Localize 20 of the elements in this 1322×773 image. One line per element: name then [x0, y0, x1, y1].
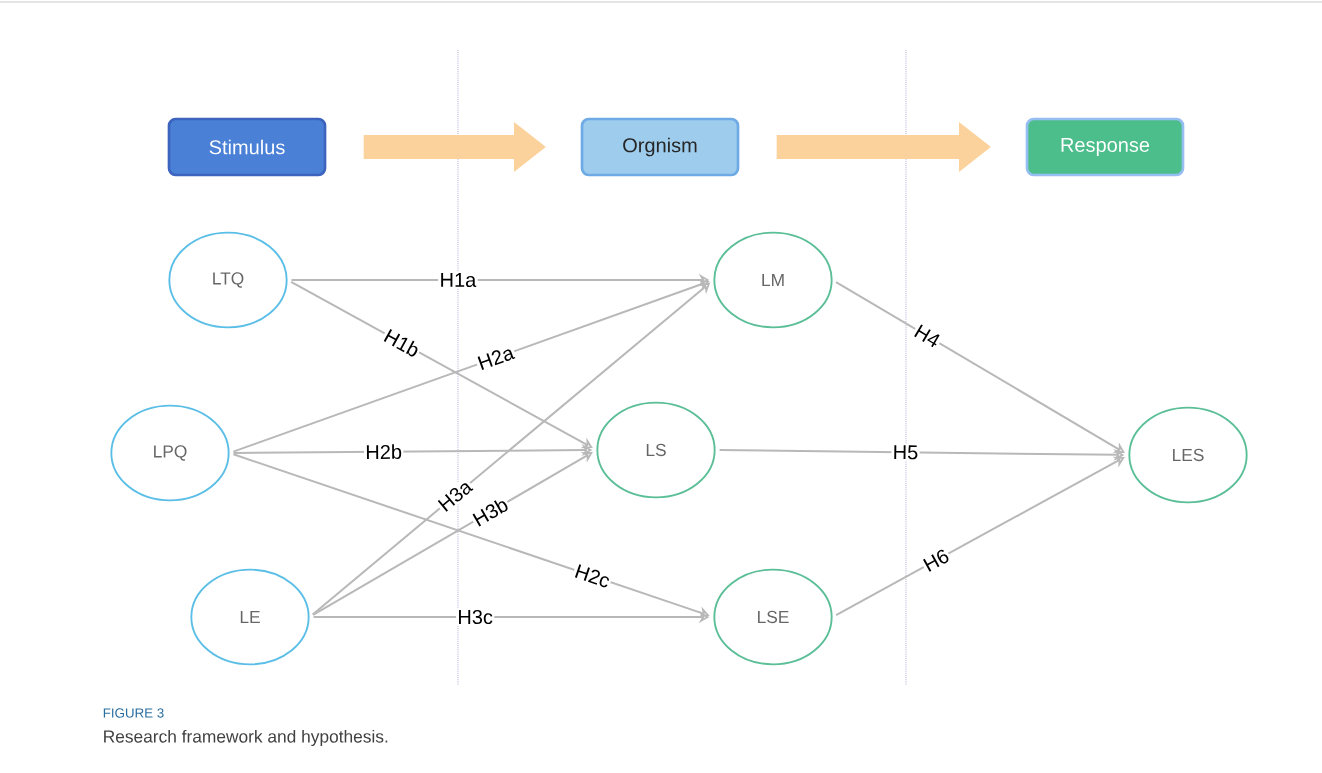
arrow: [290, 280, 593, 449]
stage-box: Orgnism: [580, 117, 740, 177]
stage-box: Response: [1025, 117, 1185, 177]
arrow: [312, 452, 593, 616]
edge-label: H1a: [438, 271, 478, 289]
edge-label: H2b: [363, 442, 404, 461]
edge-label: H3c: [456, 608, 495, 626]
edge-label: H3a: [434, 476, 476, 515]
figure-number: FIGURE 3: [103, 708, 164, 718]
arrow: [835, 281, 1125, 453]
caption: Research framework and hypothesis.: [104, 729, 388, 747]
edge-label: H2c: [571, 561, 614, 591]
edge-label: H1b: [380, 325, 424, 360]
edge-label: H3b: [468, 494, 512, 530]
edge-label: H6: [919, 546, 953, 575]
edge-label: H2a: [474, 343, 518, 373]
edge-label: H5: [891, 443, 920, 461]
arrow: [835, 456, 1125, 617]
edge-label: H4: [910, 321, 944, 351]
stage-box: Stimulus: [167, 117, 327, 177]
